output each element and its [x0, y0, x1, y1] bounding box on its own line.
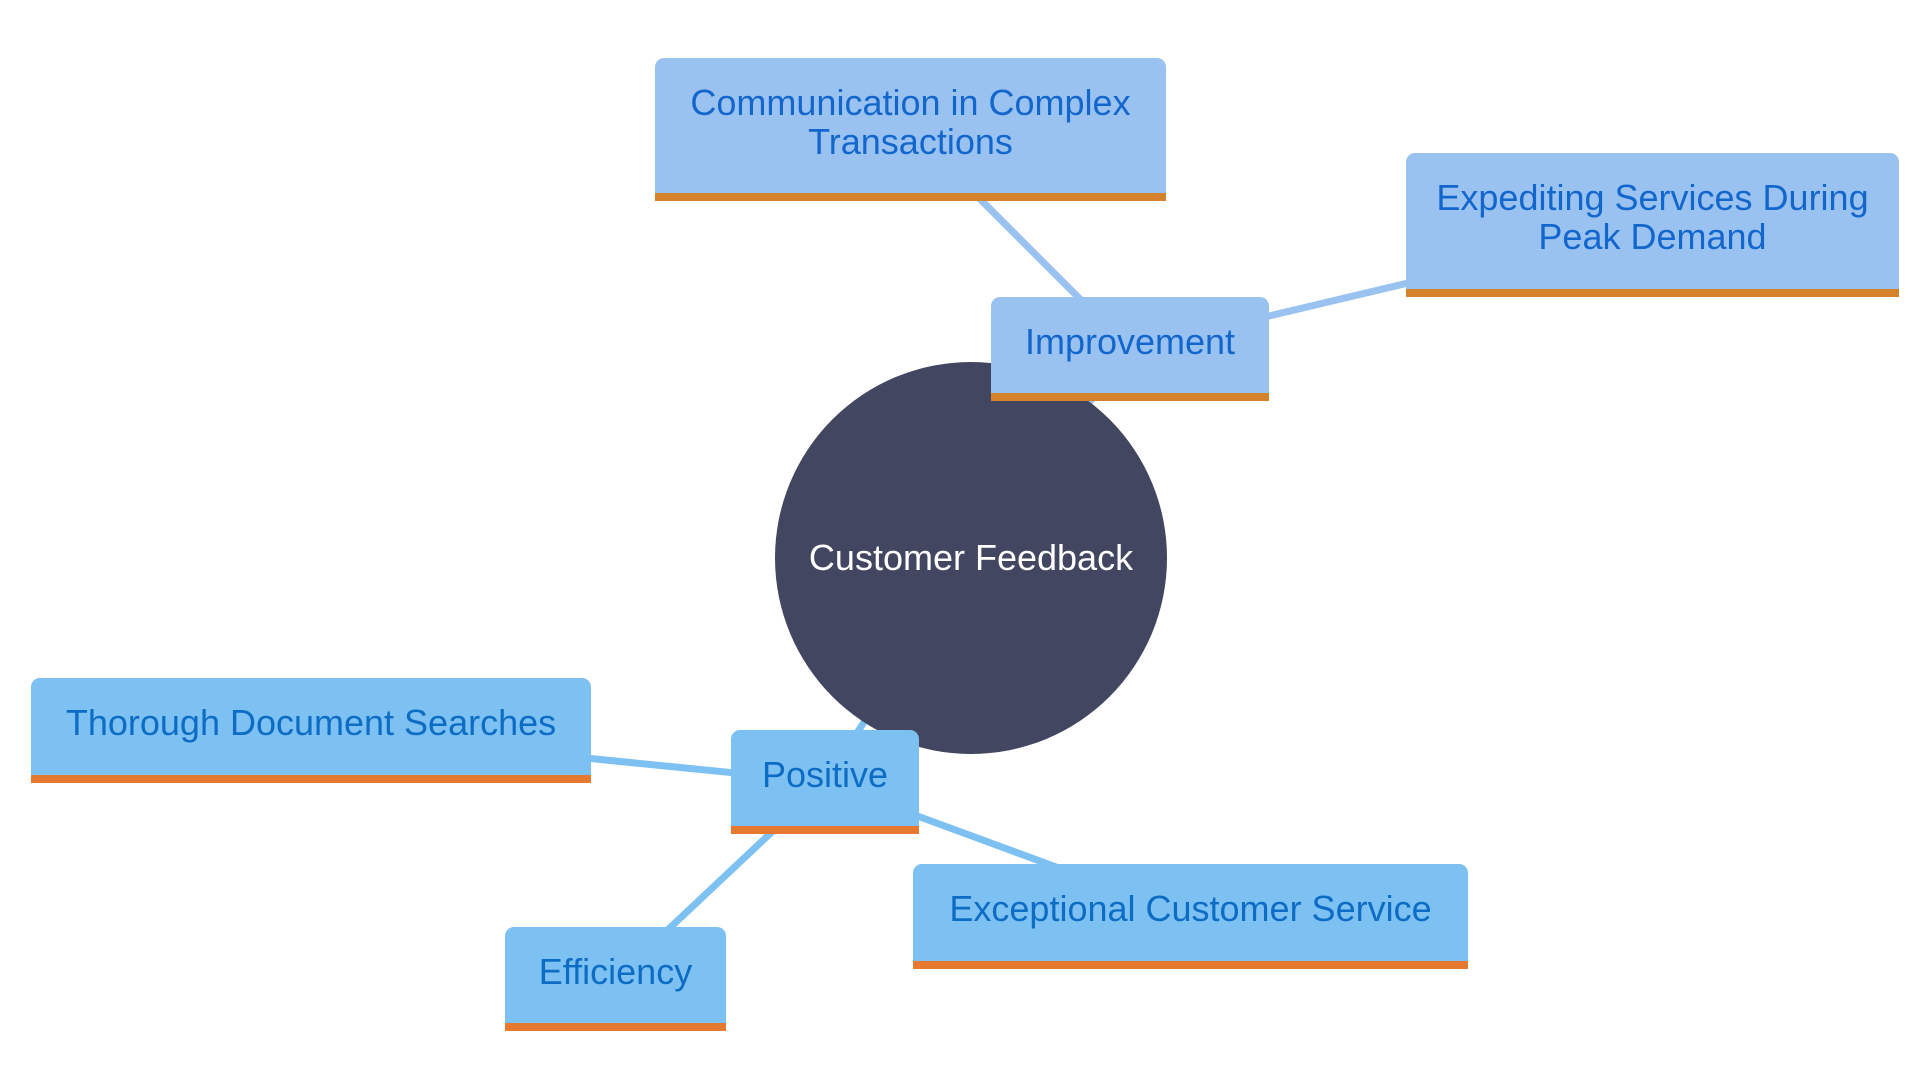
- node-label: Thorough Document Searches: [65, 702, 557, 743]
- root-node-label: Customer Feedback: [808, 537, 1134, 578]
- branch-node-positive[interactable]: Positive: [731, 730, 919, 834]
- node-label: Communication in Complex Transactions: [690, 81, 1131, 162]
- leaf-node-exceptional-customer-service[interactable]: Exceptional Customer Service: [913, 864, 1468, 969]
- leaf-node-efficiency[interactable]: Efficiency: [505, 927, 726, 1031]
- root-node-customer-feedback[interactable]: Customer Feedback: [775, 362, 1167, 754]
- node-label: Exceptional Customer Service: [949, 888, 1432, 929]
- leaf-node-thorough-document-searches[interactable]: Thorough Document Searches: [31, 678, 591, 783]
- leaf-node-expediting-services[interactable]: Expediting Services During Peak Demand: [1406, 153, 1899, 297]
- branch-node-improvement[interactable]: Improvement: [991, 297, 1269, 401]
- node-label: Expediting Services During Peak Demand: [1436, 177, 1869, 257]
- node-label: Efficiency: [538, 950, 693, 992]
- node-label: Positive: [761, 753, 889, 795]
- leaf-node-communication-complex-transactions[interactable]: Communication in Complex Transactions: [655, 58, 1166, 201]
- node-label: Improvement: [1024, 320, 1236, 362]
